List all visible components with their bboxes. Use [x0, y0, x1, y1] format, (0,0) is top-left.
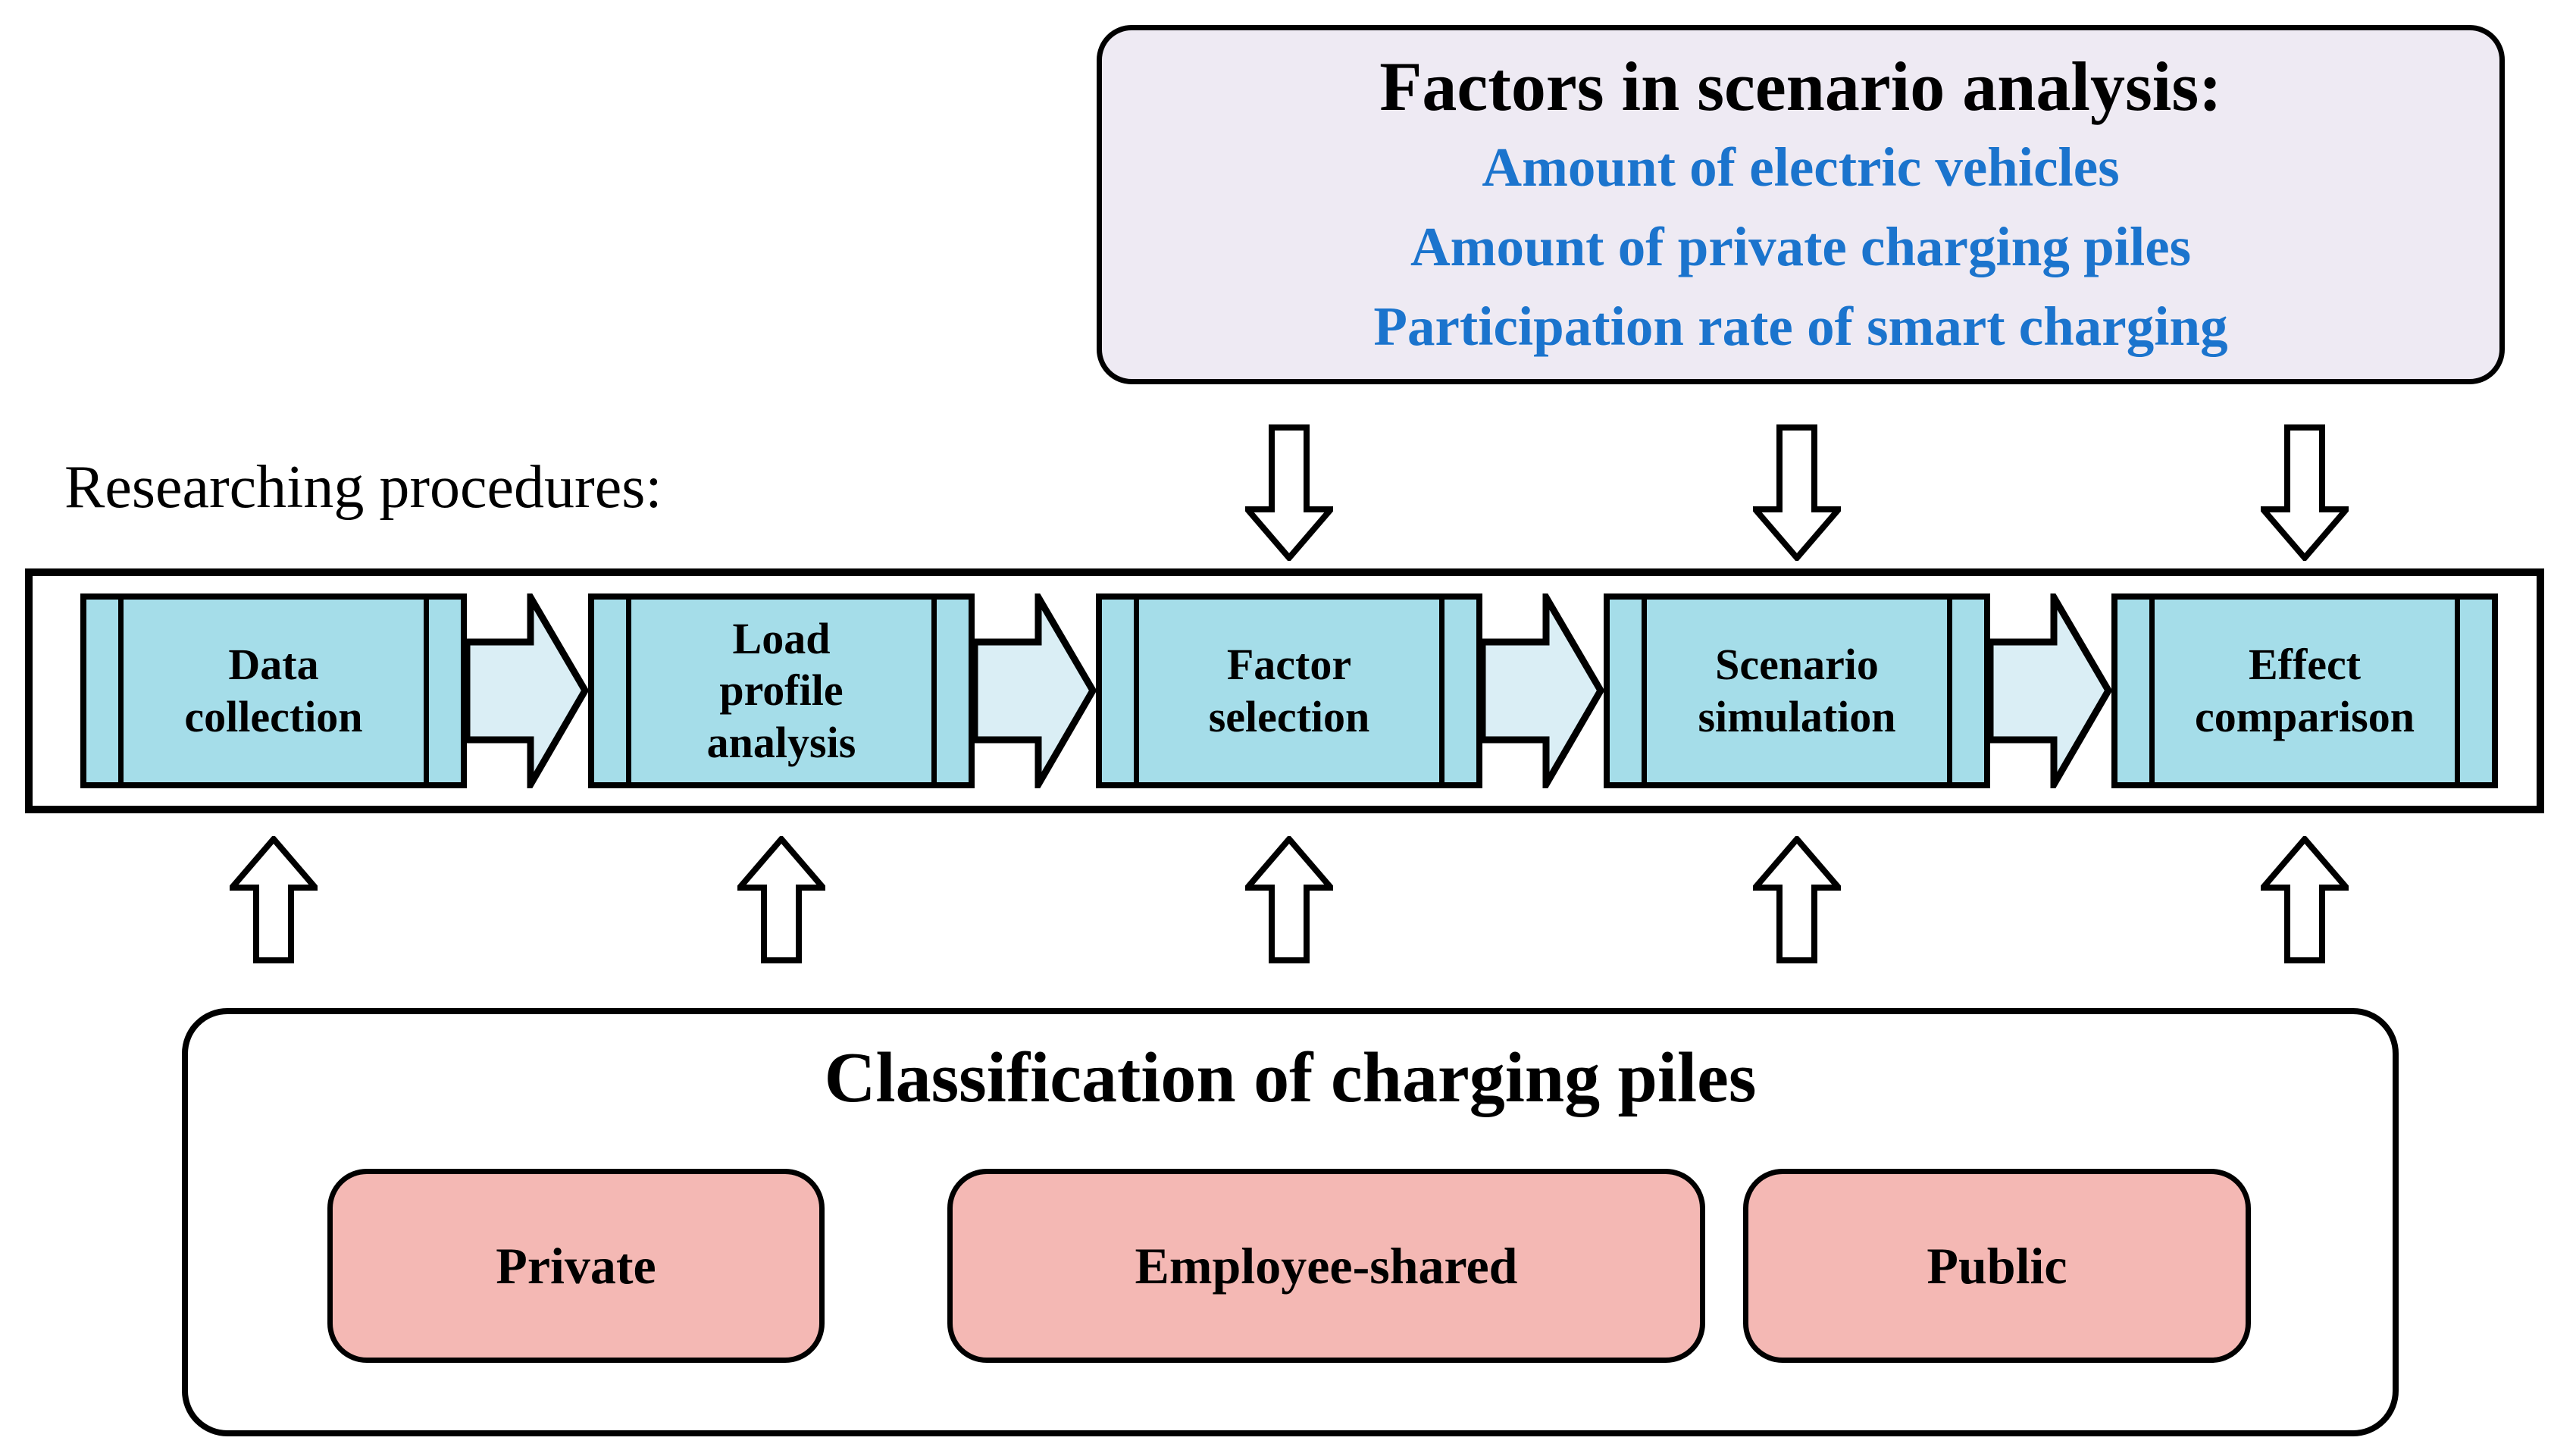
up-arrow-icon [1245, 836, 1333, 963]
right-block-arrow-icon [1482, 593, 1604, 788]
right-block-arrow-icon [1990, 593, 2111, 788]
right-block-arrow-icon [975, 593, 1096, 788]
classification-title: Classification of charging piles [824, 1038, 1757, 1117]
procedure-step-load-profile-analysis: Load profile analysis [588, 593, 975, 788]
up-arrow-icon [737, 836, 825, 963]
procedure-step-effect-comparison: Effect comparison [2111, 593, 2498, 788]
researching-procedures-label: Researching procedures: [64, 454, 662, 521]
down-arrow-icon [2261, 424, 2349, 561]
up-arrow-icon [2261, 836, 2349, 963]
factor-item-ev-amount: Amount of electric vehicles [1482, 136, 2120, 198]
up-arrow-icon [230, 836, 318, 963]
divider [1947, 600, 1952, 782]
divider [1134, 600, 1139, 782]
procedure-step-label: Data collection [184, 640, 363, 741]
factor-item-smart-charging-rate: Participation rate of smart charging [1373, 296, 2228, 358]
pile-category-private: Private [327, 1169, 825, 1363]
procedure-step-label: Load profile analysis [706, 613, 856, 767]
procedure-step-label: Effect comparison [2195, 640, 2415, 741]
divider [424, 600, 429, 782]
divider [1642, 600, 1647, 782]
factors-box: Factors in scenario analysis: Amount of … [1097, 25, 2505, 384]
pile-category-public: Public [1743, 1169, 2251, 1363]
factor-item-private-piles-amount: Amount of private charging piles [1410, 215, 2192, 277]
procedure-step-data-collection: Data collection [80, 593, 467, 788]
divider [931, 600, 937, 782]
divider [2455, 600, 2460, 782]
procedure-step-factor-selection: Factor selection [1096, 593, 1482, 788]
pile-category-employee-shared: Employee-shared [947, 1169, 1705, 1363]
divider [118, 600, 124, 782]
down-arrow-icon [1753, 424, 1841, 561]
down-arrow-icon [1245, 424, 1333, 561]
procedure-step-label: Factor selection [1208, 640, 1370, 741]
right-block-arrow-icon [467, 593, 588, 788]
divider [626, 600, 631, 782]
divider [2149, 600, 2155, 782]
up-arrow-icon [1753, 836, 1841, 963]
procedure-step-label: Scenario simulation [1698, 640, 1896, 741]
factors-title: Factors in scenario analysis: [1379, 48, 2222, 125]
divider [1439, 600, 1445, 782]
procedure-step-scenario-simulation: Scenario simulation [1604, 593, 1990, 788]
